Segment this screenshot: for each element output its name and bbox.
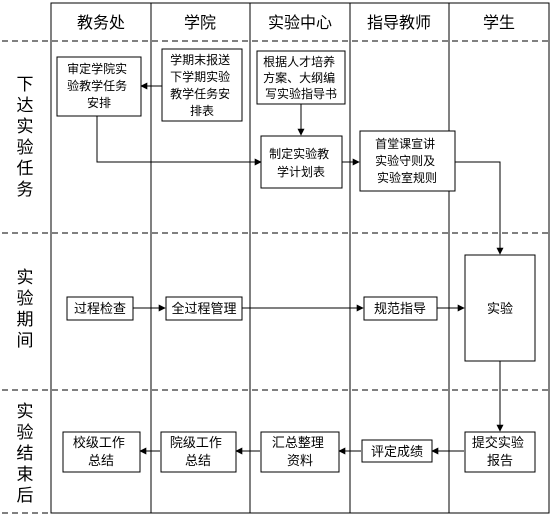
node-line: 审定学院实 <box>67 61 127 76</box>
svg-text:实验: 实验 <box>487 301 513 317</box>
phase-char: 下 <box>17 75 34 95</box>
svg-text:汇总整理 资料: 汇总整理 资料 <box>272 436 328 469</box>
node-grade: 评定成绩 <box>361 439 433 463</box>
phase-char: 期 <box>17 310 34 330</box>
node-line: 教学任务安 <box>170 86 230 101</box>
node-line: 下学期实验 <box>170 69 230 84</box>
node-line: 资料 <box>287 454 313 469</box>
node-line: 排表 <box>190 104 214 118</box>
svg-text:规范指导: 规范指导 <box>374 302 426 317</box>
svg-text:根据人才培养 方案、大纲编 写实验指: 根据人才培养 方案、大纲编 写实验指导书 <box>263 54 339 101</box>
phase-char: 任 <box>17 159 34 179</box>
node-line: 总结 <box>88 454 114 469</box>
node-line: 实验守则及 <box>375 153 435 168</box>
node-line: 报告 <box>487 454 513 469</box>
node-line: 过程检查 <box>74 302 126 317</box>
svg-text:学期末报送 下学期实验 教学任务安: 学期末报送 下学期实验 教学任务安 排表 <box>170 52 234 118</box>
node-task-arrange: 审定学院实 验教学任务 安排 <box>56 56 142 117</box>
node-line: 实验室规则 <box>377 170 437 185</box>
swimlane-grid <box>50 2 550 514</box>
phase-char: 实 <box>17 402 34 422</box>
node-line: 验教学任务 <box>67 78 127 93</box>
connectors <box>96 82 504 455</box>
svg-text:过程检查: 过程检查 <box>74 302 126 317</box>
svg-text:院级工作 总结: 院级工作 总结 <box>170 436 226 469</box>
node-line: 学期末报送 <box>170 52 230 67</box>
phase-char: 束 <box>17 465 34 485</box>
phase-char: 验 <box>17 423 34 443</box>
phase-char: 实 <box>17 117 34 137</box>
node-line: 院级工作 <box>170 436 222 451</box>
phase-label-during: 实 验 期 间 <box>17 268 34 351</box>
svg-text:提交实验 报告: 提交实验 报告 <box>472 435 528 469</box>
phase-char: 务 <box>17 180 34 200</box>
node-line: 提交实验 <box>472 435 524 451</box>
phase-char: 结 <box>17 444 34 464</box>
node-line: 方案、大纲编 <box>263 70 335 85</box>
arrow-firstclass-to-experiment <box>455 161 504 255</box>
phase-char: 达 <box>17 96 34 116</box>
node-line: 根据人才培养 <box>263 54 335 69</box>
node-first-class: 首堂课宣讲 实验守则及 实验室规则 <box>359 130 456 192</box>
phase-label-after: 实 验 结 束 后 <box>17 402 34 506</box>
phase-dividers <box>2 40 551 514</box>
node-submit-report: 提交实验 报告 <box>464 431 536 473</box>
node-line: 评定成绩 <box>371 445 423 460</box>
node-line: 校级工作 <box>73 435 125 451</box>
node-line: 全过程管理 <box>171 301 236 317</box>
phase-char: 后 <box>17 486 34 506</box>
node-line: 汇总整理 <box>272 436 324 451</box>
phase-char: 实 <box>17 268 34 288</box>
node-norm-guide: 规范指导 <box>363 296 438 321</box>
svg-text:制定实验教 学计划表: 制定实验教 学计划表 <box>269 146 333 179</box>
lane-header-xueyuan: 学院 <box>184 13 216 32</box>
phase-char: 间 <box>17 331 34 351</box>
phase-char: 验 <box>17 289 34 309</box>
node-full-manage: 全过程管理 <box>165 296 243 321</box>
node-school-summary: 校级工作 总结 <box>62 431 141 473</box>
node-line: 学计划表 <box>277 164 325 179</box>
node-make-plan: 制定实验教 学计划表 <box>260 135 343 189</box>
svg-text:审定学院实 验教学任务 安排: 审定学院实 验教学任务 安排 <box>67 61 131 110</box>
node-process-check: 过程检查 <box>66 296 134 321</box>
node-line: 总结 <box>185 454 211 469</box>
node-line: 实验 <box>487 301 513 317</box>
node-experiment: 实验 <box>464 254 536 362</box>
node-write-guide: 根据人才培养 方案、大纲编 写实验指导书 <box>256 50 346 105</box>
lane-header-shiyanzhongxin: 实验中心 <box>268 13 332 32</box>
node-line: 制定实验教 <box>269 146 329 161</box>
lane-header-zhidaojiaoshi: 指导教师 <box>367 13 431 32</box>
svg-text:全过程管理: 全过程管理 <box>171 301 236 317</box>
node-college-summary: 院级工作 总结 <box>160 431 237 473</box>
svg-text:首堂课宣讲 实验守则及 实验室规则: 首堂课宣讲 实验守则及 实验室规则 <box>375 136 439 185</box>
arrow-arrange-to-plan <box>96 116 262 166</box>
lane-header-xuesheng: 学生 <box>483 13 515 32</box>
phase-label-assign: 下 达 实 验 任 务 <box>17 75 34 200</box>
svg-text:校级工作 总结: 校级工作 总结 <box>73 435 129 469</box>
lane-header-jiaowuchu: 教务处 <box>77 13 125 32</box>
node-line: 安排 <box>87 95 111 110</box>
lane-headers: 教务处 学院 实验中心 指导教师 学生 <box>77 13 515 32</box>
phase-char: 验 <box>17 138 34 158</box>
node-collect-data: 汇总整理 资料 <box>260 431 340 473</box>
node-submit-plan: 学期末报送 下学期实验 教学任务安 排表 <box>161 48 243 122</box>
node-line: 规范指导 <box>374 302 426 317</box>
svg-text:评定成绩: 评定成绩 <box>371 445 423 460</box>
node-line: 首堂课宣讲 <box>375 136 435 151</box>
node-line: 写实验指导书 <box>265 86 337 101</box>
